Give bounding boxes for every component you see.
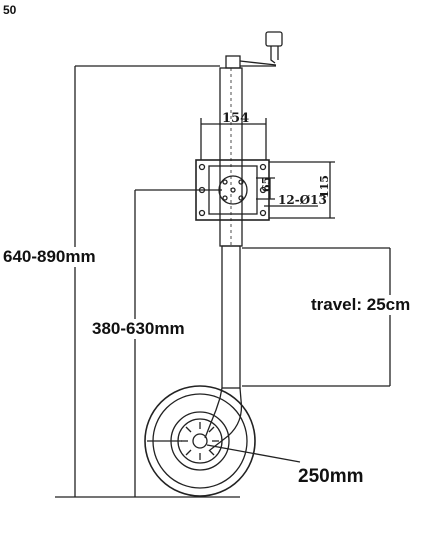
wheel-diameter-label: 250mm <box>298 466 364 488</box>
plate-width-dimension <box>200 118 267 160</box>
plate-width-value: 154 <box>222 111 249 126</box>
wheel-diameter-leaders <box>147 440 301 463</box>
crank-handle <box>225 31 283 69</box>
wheel <box>144 385 256 497</box>
overall-height-dimension <box>55 65 240 498</box>
plate-height-dimension <box>256 161 335 219</box>
plate-height-value: 115 <box>318 175 331 198</box>
wheel-height-dimension <box>134 189 222 497</box>
travel-label: travel: 25cm <box>311 295 411 315</box>
hole-spacing-value: 65 <box>260 177 273 192</box>
bolt-holes-value: 12-Ø13 <box>278 193 327 207</box>
mounting-plate <box>195 159 270 221</box>
overall-height-label: 640-890mm <box>3 247 96 267</box>
wheel-fork <box>204 387 243 451</box>
wheel-height-label: 380-630mm <box>92 319 185 339</box>
inner-tube <box>221 245 241 389</box>
travel-bracket <box>242 247 391 387</box>
corner-label: 50 <box>3 3 17 17</box>
